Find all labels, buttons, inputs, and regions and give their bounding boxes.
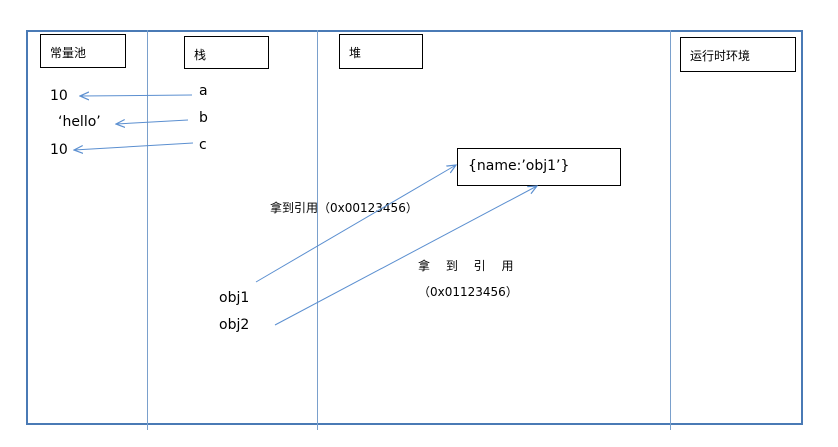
heap-header: 堆 (339, 34, 423, 69)
arrow-obj2-to-heap (274, 186, 537, 326)
var-obj1: obj1 (219, 290, 250, 306)
var-a: a (199, 83, 208, 99)
divider-pool-stack (147, 30, 148, 430)
constant-10-c: 10 (50, 142, 68, 158)
divider-heap-runtime (670, 30, 671, 430)
var-obj2: obj2 (219, 317, 250, 333)
stack-header: 栈 (184, 36, 269, 69)
constant-10-a: 10 (50, 88, 68, 104)
var-b: b (199, 110, 208, 126)
ref-label-obj2: 拿 到 引 用 (418, 259, 520, 273)
arrow-b-to-hello (116, 120, 189, 124)
heap-object: {name:’obj1’} (457, 148, 621, 186)
constant-hello: ‘hello’ (58, 114, 101, 130)
arrow-c-to-10 (74, 142, 194, 150)
constant-pool-header: 常量池 (40, 34, 126, 68)
ref-label-obj1: 拿到引用（0x00123456） (270, 201, 418, 215)
diagram-frame (26, 30, 803, 425)
var-c: c (199, 137, 207, 153)
divider-stack-heap (317, 30, 318, 430)
arrow-a-to-10 (80, 95, 193, 96)
runtime-env-header: 运行时环境 (680, 37, 796, 72)
arrow-obj1-to-heap (255, 165, 456, 283)
ref-address-obj2: （0x01123456） (418, 285, 518, 299)
